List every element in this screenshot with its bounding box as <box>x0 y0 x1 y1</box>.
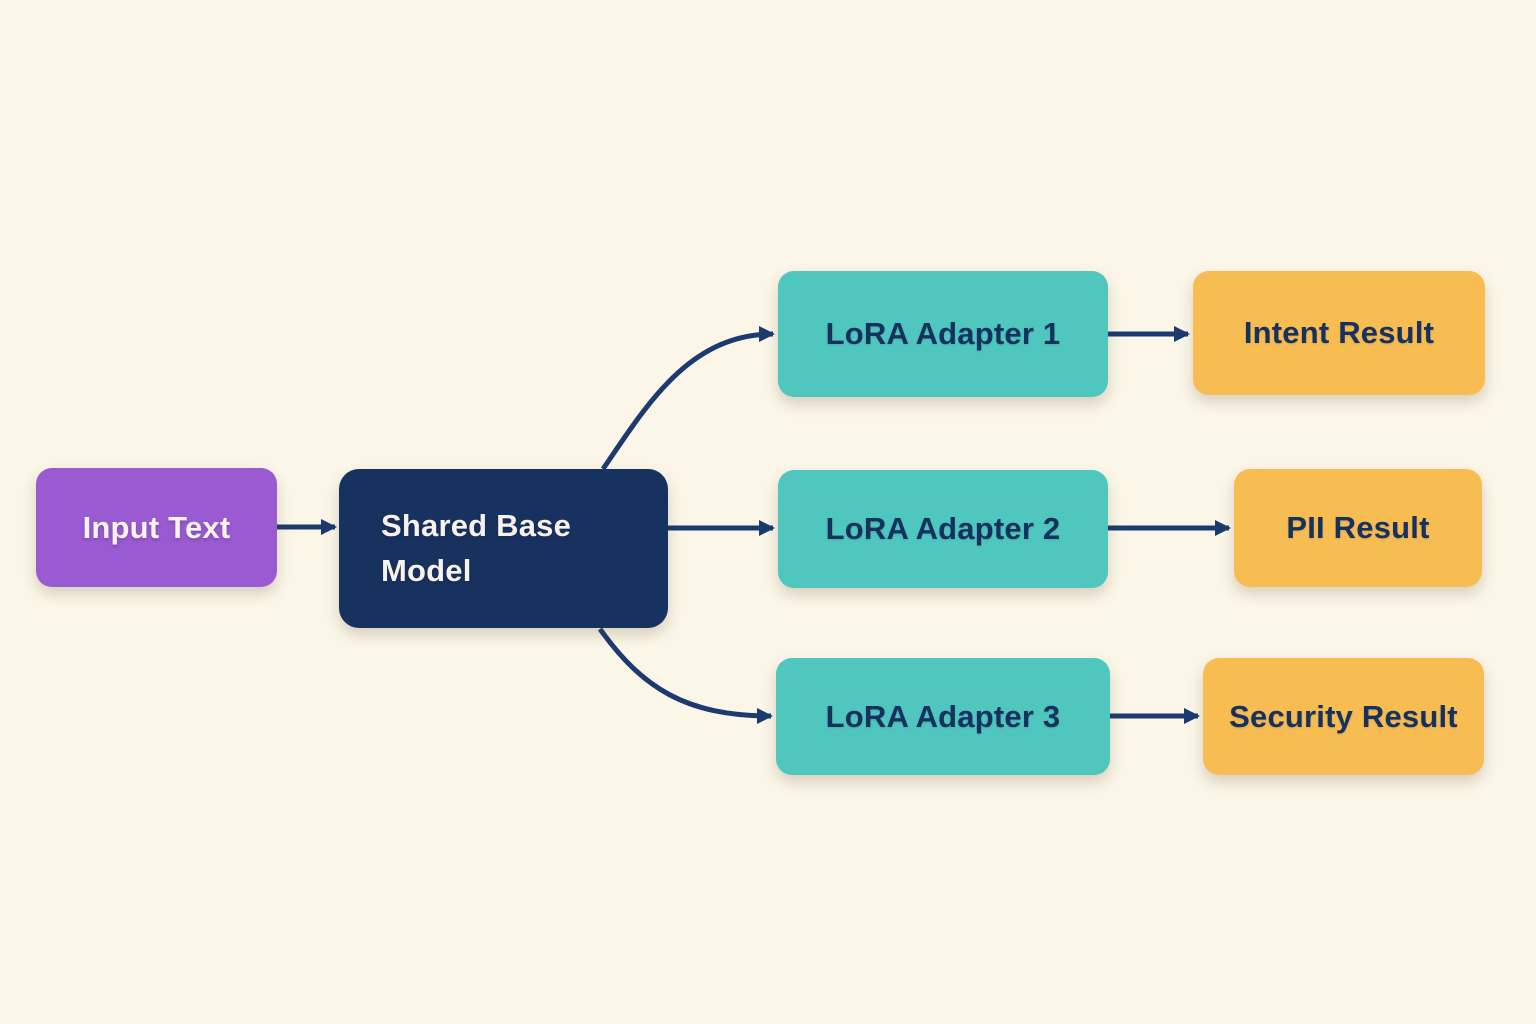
node-intent-result-label: Intent Result <box>1243 315 1435 350</box>
node-lora-adapter-3-label: LoRA Adapter 3 <box>825 698 1061 734</box>
edge-base-to-adapter1 <box>600 326 775 471</box>
node-lora-adapter-3: LoRA Adapter 3 <box>776 658 1110 775</box>
node-input-text: Input Text <box>36 468 277 587</box>
node-intent-result: Intent Result <box>1193 271 1485 395</box>
node-pii-result-label: PII Result <box>1286 510 1430 545</box>
node-shared-base-model-label: Shared Base Model <box>381 507 572 588</box>
node-shared-base-model: Shared Base Model <box>339 469 668 628</box>
edge-base-to-adapter3 <box>597 627 773 724</box>
node-input-text-label: Input Text <box>82 509 231 545</box>
node-security-result-label: Security Result <box>1229 698 1458 734</box>
node-lora-adapter-2-label: LoRA Adapter 2 <box>825 511 1061 546</box>
node-lora-adapter-1: LoRA Adapter 1 <box>778 271 1108 397</box>
node-lora-adapter-1-label: LoRA Adapter 1 <box>825 316 1061 351</box>
node-security-result: Security Result <box>1203 658 1484 775</box>
node-lora-adapter-2: LoRA Adapter 2 <box>778 470 1108 588</box>
node-pii-result: PII Result <box>1234 469 1482 587</box>
